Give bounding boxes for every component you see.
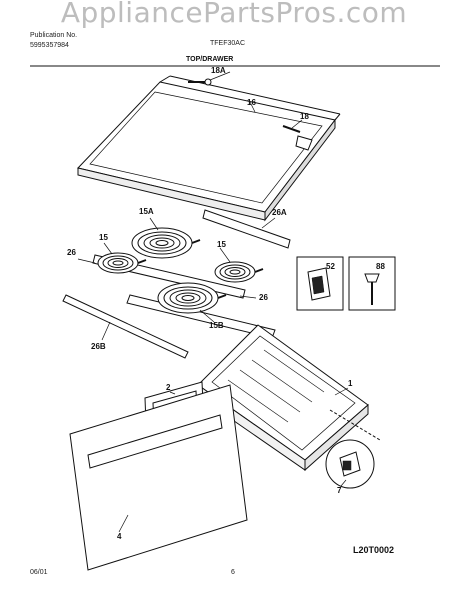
- document-id: L20T0002: [353, 545, 395, 555]
- callout-26b: 26B: [91, 342, 106, 351]
- strip-26b: [62, 294, 189, 359]
- callout-26-right: 26: [259, 293, 268, 302]
- callout-26-left: 26: [67, 248, 76, 257]
- screw-18a: [188, 78, 212, 86]
- element-15b: [157, 282, 227, 314]
- detail-clip-7: [325, 409, 381, 489]
- callout-18a: 18A: [211, 66, 226, 75]
- callout-88: 88: [376, 262, 385, 271]
- bracket-18: [282, 125, 313, 151]
- callout-4: 4: [117, 532, 122, 541]
- callout-18: 18: [300, 112, 309, 121]
- part-52-box: [296, 256, 344, 311]
- watermark-text: AppliancePartsPros.com: [60, 0, 408, 29]
- callout-15a: 15A: [139, 207, 154, 216]
- drawer-panel-part-4: [69, 384, 248, 571]
- element-15a: [131, 227, 201, 259]
- callout-15b: 15B: [209, 321, 224, 330]
- footer-date: 06/01: [30, 569, 48, 576]
- callout-52: 52: [326, 262, 335, 271]
- callout-2: 2: [166, 383, 171, 392]
- cooktop-part-16: [77, 75, 341, 222]
- leader-lines: [77, 71, 349, 533]
- callout-15-left: 15: [99, 233, 108, 242]
- element-15-right: [214, 261, 264, 283]
- callout-15-right: 15: [217, 240, 226, 249]
- publication-label: Publication No.: [30, 32, 78, 39]
- bracket-26a: [202, 209, 291, 249]
- element-15-left: [97, 252, 147, 274]
- callout-1: 1: [348, 379, 353, 388]
- callout-16: 16: [247, 98, 256, 107]
- footer-page: 6: [231, 569, 235, 576]
- model-code: TFEF30AC: [210, 40, 246, 47]
- callout-26a: 26A: [272, 208, 287, 217]
- part-88-box: [348, 256, 396, 311]
- publication-number: 5995357984: [30, 42, 69, 49]
- section-title: TOP/DRAWER: [186, 56, 234, 63]
- callout-7: 7: [337, 486, 342, 495]
